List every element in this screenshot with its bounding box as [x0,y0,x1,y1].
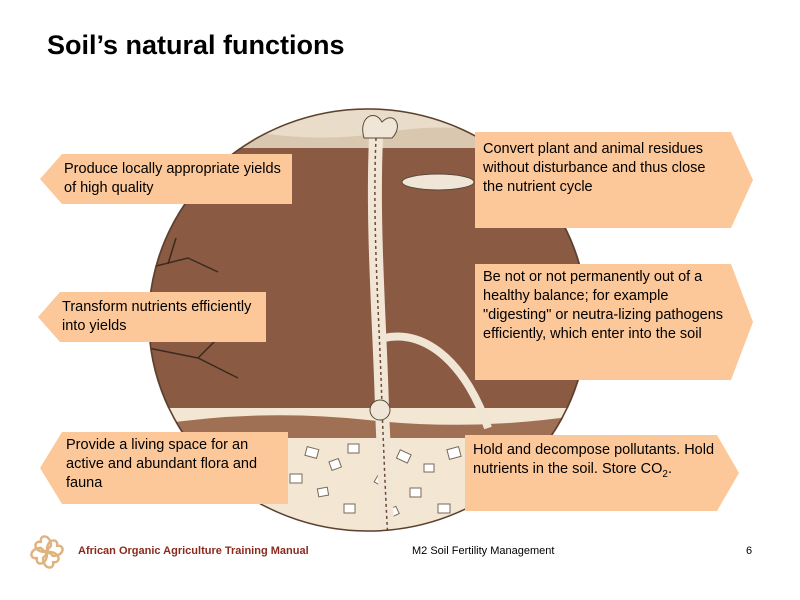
callout-transform-nutrients-text: Transform nutrients efficiently into yie… [62,299,252,334]
callout-healthy-balance: Be not or not permanently out of a healt… [475,264,753,380]
four-heart-flower-logo-icon [30,535,64,569]
callout-pollutants-end: . [667,461,672,477]
footer-manual-title: African Organic Agriculture Training Man… [78,545,309,557]
callout-pollutants-text: Hold and decompose pollutants. Hold nutr… [473,442,715,477]
page-number: 6 [746,545,753,557]
callout-healthy-balance-text: Be not or not permanently out of a healt… [483,269,724,342]
callout-pollutants-co2: Hold and decompose pollutants. Hold nutr… [465,435,739,511]
callout-produce-yields-text: Produce locally appropriate yields of hi… [64,161,281,196]
callout-living-space-text: Provide a living space for an active and… [66,437,258,491]
slide-title: Soil’s natural functions [47,30,345,60]
co2-subscript: 2 [662,468,668,480]
callout-produce-yields: Produce locally appropriate yields of hi… [40,154,292,204]
callout-nutrient-cycle: Convert plant and animal residues withou… [475,132,753,228]
footer-module: M2 Soil Fertility Management [412,545,555,557]
callout-nutrient-cycle-text: Convert plant and animal residues withou… [483,141,706,195]
callout-living-space: Provide a living space for an active and… [40,432,288,504]
callout-transform-nutrients: Transform nutrients efficiently into yie… [38,292,266,342]
